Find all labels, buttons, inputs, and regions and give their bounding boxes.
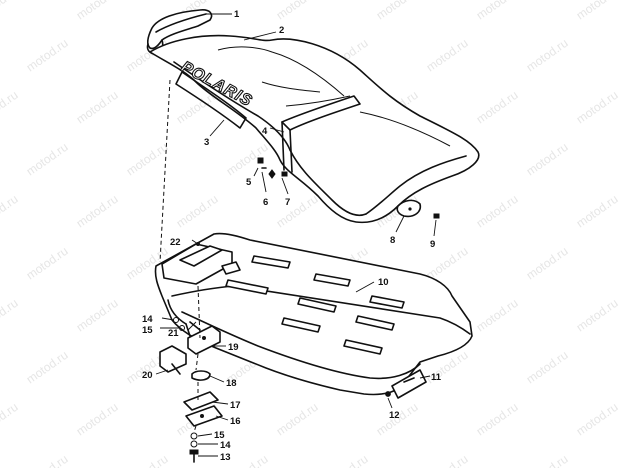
callout-9: 9: [430, 239, 435, 250]
callout-15-upper: 15: [142, 325, 153, 336]
leader-lines: [155, 13, 437, 457]
watermark-text: motod.ru: [574, 88, 621, 127]
watermark-text: motod.ru: [24, 140, 71, 179]
callout-21: 21: [168, 328, 179, 339]
callout-20: 20: [142, 370, 153, 381]
watermark-text: motod.ru: [24, 244, 71, 283]
callout-16: 16: [230, 416, 241, 427]
watermark-text: motod.ru: [574, 192, 621, 231]
watermark-text: motod.ru: [574, 296, 621, 335]
part-seat-base: [154, 232, 473, 396]
watermark-text: motod.ru: [424, 36, 471, 75]
watermark-text: motod.ru: [0, 0, 21, 22]
watermark-text: motod.ru: [474, 88, 521, 127]
watermark-text: motod.ru: [524, 36, 571, 75]
watermark-text: motod.ru: [524, 348, 571, 387]
part-rear-bracket: [385, 369, 427, 399]
callout-labels: 1 2 3 4 5 6 7 8 9 10 11 12 13 14 14 15 1…: [142, 9, 442, 463]
watermark-text: motod.ru: [524, 244, 571, 283]
watermark-text: motod.ru: [474, 192, 521, 231]
callout-14-upper: 14: [142, 314, 153, 325]
watermark-text: motod.ru: [0, 88, 21, 127]
callout-8: 8: [390, 235, 395, 246]
watermark-text: motod.ru: [0, 400, 21, 439]
callout-10: 10: [378, 277, 389, 288]
watermark-text: motod.ru: [0, 296, 21, 335]
watermark-text: motod.ru: [274, 0, 321, 22]
watermark-text: motod.ru: [24, 348, 71, 387]
watermark-text: motod.ru: [424, 452, 471, 468]
callout-19: 19: [228, 342, 239, 353]
watermark-text: motod.ru: [74, 88, 121, 127]
callout-17: 17: [230, 400, 241, 411]
callout-7: 7: [285, 197, 290, 208]
watermark-text: motod.ru: [74, 400, 121, 439]
watermark-text: motod.ru: [74, 192, 121, 231]
watermark-text: motod.ru: [124, 140, 171, 179]
base-slots: [225, 255, 405, 355]
watermark-text: motod.ru: [274, 400, 321, 439]
callout-11: 11: [431, 372, 442, 383]
watermark-text: motod.ru: [0, 192, 21, 231]
watermark-text: motod.ru: [324, 452, 371, 468]
watermark-text: motod.ru: [274, 192, 321, 231]
callout-14-lower: 14: [220, 440, 231, 451]
watermark-text: motod.ru: [574, 0, 621, 22]
watermark-text: motod.ru: [174, 192, 221, 231]
watermark-text: motod.ru: [24, 36, 71, 75]
callout-6: 6: [263, 197, 268, 208]
callout-18: 18: [226, 378, 237, 389]
watermark-text: motod.ru: [224, 452, 271, 468]
watermark-text: motod.ru: [574, 400, 621, 439]
watermark-text: motod.ru: [24, 452, 71, 468]
callout-22: 22: [170, 237, 181, 248]
watermark-text: motod.ru: [374, 0, 421, 22]
watermark-text: motod.ru: [74, 0, 121, 22]
part-latch-stack: [159, 317, 223, 463]
callout-5: 5: [246, 177, 252, 188]
callout-12: 12: [389, 410, 400, 421]
callout-13: 13: [220, 452, 231, 463]
watermark-text: motod.ru: [474, 400, 521, 439]
callout-2: 2: [279, 25, 284, 36]
watermark-text: motod.ru: [524, 452, 571, 468]
watermark-text: motod.ru: [524, 140, 571, 179]
watermark-text: motod.ru: [474, 296, 521, 335]
watermark-text: motod.ru: [74, 296, 121, 335]
watermark-text: motod.ru: [124, 452, 171, 468]
callout-15-lower: 15: [214, 430, 225, 441]
watermark-text: motod.ru: [474, 0, 521, 22]
callout-1: 1: [234, 9, 240, 20]
callout-3: 3: [204, 137, 209, 148]
callout-4: 4: [262, 126, 268, 137]
